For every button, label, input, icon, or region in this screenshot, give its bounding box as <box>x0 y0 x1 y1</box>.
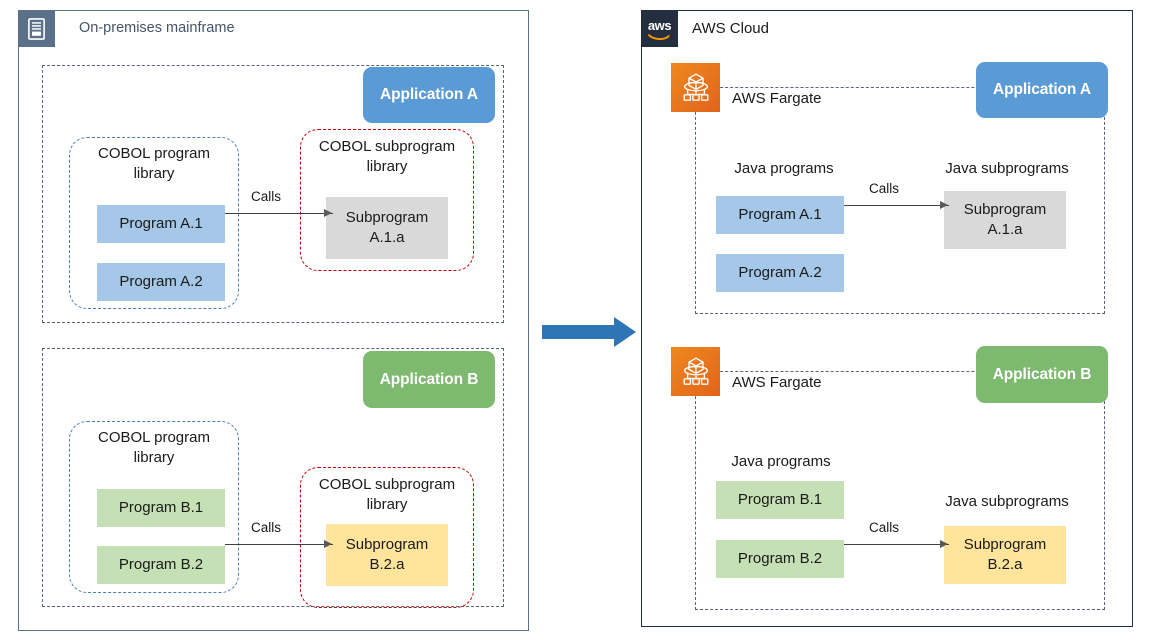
aws-logo-icon: aws <box>641 10 678 47</box>
onprem-calls-label-b: Calls <box>251 520 282 535</box>
onprem-cobol-subprogram-library-a <box>300 129 474 271</box>
migration-arrow-head <box>614 317 636 347</box>
aws-subprogram-b2a-chip[interactable]: Subprogram B.2.a <box>944 526 1066 584</box>
onprem-calls-label-a: Calls <box>251 189 282 204</box>
aws-java-subprograms-caption-b: Java subprograms <box>945 493 1069 510</box>
onprem-program-b1-chip[interactable]: Program B.1 <box>97 489 225 527</box>
aws-fargate-label-a: AWS Fargate <box>732 90 822 107</box>
onprem-cobol-subprogram-library-b <box>300 467 474 608</box>
onprem-application-a-boundary <box>42 65 504 323</box>
onprem-calls-arrow-a-line <box>225 213 333 215</box>
aws-calls-arrow-a-line <box>844 205 949 207</box>
aws-application-b-boundary <box>695 371 1105 610</box>
aws-java-programs-caption-a: Java programs <box>734 160 834 177</box>
aws-cloud-panel: aws AWS Cloud <box>641 10 1133 627</box>
onprem-subprogram-b2a-chip[interactable]: Subprogram B.2.a <box>326 524 448 586</box>
onprem-calls-arrow-b-head <box>324 540 332 548</box>
migration-arrow <box>542 317 636 347</box>
onprem-program-b2-chip[interactable]: Program B.2 <box>97 546 225 584</box>
on-premises-panel-title: On-premises mainframe <box>79 20 235 36</box>
aws-application-b-badge[interactable]: Application B <box>976 346 1108 403</box>
on-premises-mainframe-panel: On-premises mainframe Application A COBO… <box>18 10 529 631</box>
onprem-calls-arrow-b-line <box>225 544 333 546</box>
aws-application-a-badge[interactable]: Application A <box>976 62 1108 118</box>
onprem-cobol-program-library-b <box>69 421 239 593</box>
migration-arrow-shaft <box>542 325 614 339</box>
aws-program-b2-chip[interactable]: Program B.2 <box>716 540 844 578</box>
aws-cloud-panel-title: AWS Cloud <box>692 20 769 37</box>
aws-subprogram-a1a-chip[interactable]: Subprogram A.1.a <box>944 191 1066 249</box>
onprem-subprogram-a1a-chip[interactable]: Subprogram A.1.a <box>326 197 448 259</box>
aws-java-programs-caption-b: Java programs <box>731 453 831 470</box>
aws-calls-arrow-a-head <box>940 201 948 209</box>
aws-application-a-boundary <box>695 87 1105 314</box>
aws-fargate-label-b: AWS Fargate <box>732 374 822 391</box>
aws-java-subprograms-caption-a: Java subprograms <box>945 160 1069 177</box>
onprem-calls-arrow-a-head <box>324 209 332 217</box>
mainframe-icon <box>18 10 55 47</box>
onprem-application-b-badge[interactable]: Application B <box>363 351 495 408</box>
aws-fargate-icon-b <box>671 347 720 396</box>
aws-calls-label-a: Calls <box>869 181 900 196</box>
onprem-program-a1-chip[interactable]: Program A.1 <box>97 205 225 243</box>
onprem-cobol-subprogram-library-a-caption: COBOL subprogram library <box>318 138 456 175</box>
aws-program-a1-chip[interactable]: Program A.1 <box>716 196 844 234</box>
onprem-application-b-boundary <box>42 348 504 607</box>
aws-calls-label-b: Calls <box>869 520 900 535</box>
aws-fargate-icon-a <box>671 63 720 112</box>
aws-logo-text: aws <box>647 17 672 33</box>
aws-program-b1-chip[interactable]: Program B.1 <box>716 481 844 519</box>
aws-calls-arrow-b-head <box>940 540 948 548</box>
onprem-cobol-program-library-a <box>69 137 239 309</box>
onprem-cobol-program-library-b-caption: COBOL program library <box>98 429 210 466</box>
onprem-application-a-badge[interactable]: Application A <box>363 67 495 123</box>
onprem-program-a2-chip[interactable]: Program A.2 <box>97 263 225 301</box>
onprem-cobol-program-library-a-caption: COBOL program library <box>98 145 210 182</box>
onprem-cobol-subprogram-library-b-caption: COBOL subprogram library <box>318 476 456 513</box>
aws-program-a2-chip[interactable]: Program A.2 <box>716 254 844 292</box>
aws-calls-arrow-b-line <box>844 544 949 546</box>
